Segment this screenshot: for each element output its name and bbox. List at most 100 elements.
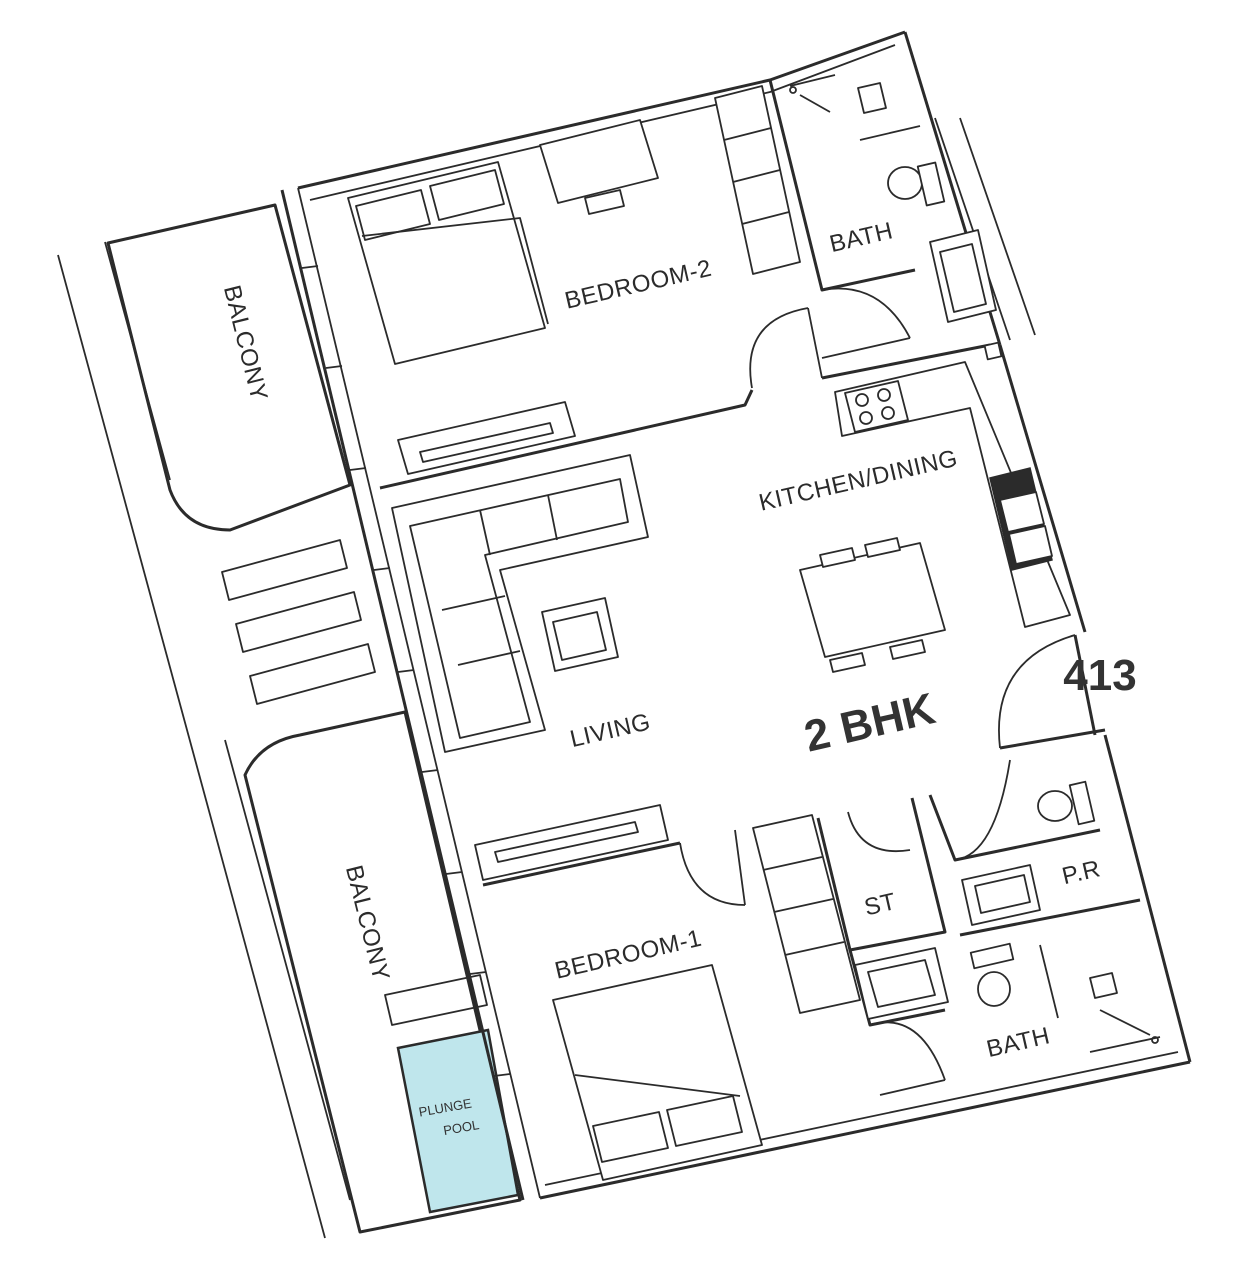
bottom-wall	[539, 1060, 1191, 1200]
site-line-outer	[57, 254, 326, 1239]
basin-bath-bottom	[867, 959, 936, 1008]
burner	[877, 388, 891, 402]
pillow-left-b1	[592, 1111, 669, 1163]
step-1	[221, 539, 348, 601]
right-wall-mid	[998, 344, 1087, 633]
label-bath-top: BATH	[827, 217, 896, 258]
label-kitchen-dining: KITCHEN/DINING	[756, 445, 960, 517]
kitchen-north-wall	[821, 343, 991, 380]
tv-living	[494, 821, 639, 863]
coffee-table-inner	[552, 611, 607, 661]
step-2	[235, 591, 362, 653]
entrance-wall	[999, 728, 1106, 750]
label-store: ST	[862, 888, 899, 921]
bath-partition	[1039, 944, 1059, 1019]
door-store	[847, 811, 911, 852]
door-leaf-bath-b	[879, 1079, 946, 1096]
basin-pr	[974, 874, 1031, 914]
pillow-right-b1	[666, 1095, 743, 1147]
door-leaf	[807, 307, 823, 379]
mullion	[349, 467, 367, 471]
entrance-jamb	[1073, 634, 1097, 736]
balcony-top-outline	[106, 203, 352, 532]
bedroom-2-south-wall	[379, 389, 754, 490]
toilet-tank-bottom	[969, 942, 1015, 970]
dining-chair	[864, 537, 901, 558]
sink-bowl-1	[999, 491, 1045, 533]
wardrobe-div-b1	[762, 856, 823, 871]
right-wall-upper-2	[934, 117, 1011, 341]
door-bath-top	[821, 287, 911, 339]
towel-rail-b	[1089, 972, 1118, 999]
burner	[855, 393, 869, 407]
toilet-bowl-bottom	[977, 971, 1011, 1007]
toilet-tank-top	[916, 161, 946, 207]
label-plunge-pool-2: POOL	[442, 1117, 480, 1138]
pillow-right	[429, 169, 505, 221]
desk-chair	[584, 189, 625, 215]
balcony-steps	[221, 539, 376, 705]
label-living: LIVING	[567, 708, 653, 753]
label-balcony-top: BALCONY	[218, 283, 273, 404]
bath-bottom: BATH	[848, 942, 1161, 1096]
store-walls	[816, 797, 947, 952]
burner	[881, 406, 895, 420]
wardrobe-div-b1	[784, 941, 845, 956]
door-pr	[954, 759, 1011, 861]
bedroom-1-north-wall	[482, 841, 681, 887]
wardrobe-div	[732, 169, 781, 183]
toilet-tank-pr	[1068, 780, 1096, 826]
bed-blanket-line	[361, 217, 549, 325]
toilet-bowl-top	[887, 166, 923, 200]
pool-deck-step	[384, 974, 488, 1026]
plunge-pool	[396, 1028, 520, 1214]
sink-bowl-2	[1008, 525, 1053, 565]
pr-south-wall	[959, 898, 1141, 937]
site-line-inner-bottom	[224, 739, 351, 1201]
label-balcony-bottom: BALCONY	[340, 863, 395, 984]
wardrobe-div	[723, 127, 772, 141]
shower-head	[789, 86, 797, 94]
sofa-seat	[409, 478, 629, 739]
step-3	[249, 643, 376, 705]
entrance: 413	[998, 634, 1137, 750]
tv-bedroom-2	[419, 422, 554, 463]
glazing-line-1	[280, 189, 525, 1201]
sofa-div	[547, 494, 558, 541]
shower-drain-line	[799, 94, 831, 113]
mullion	[301, 265, 319, 269]
wardrobe-div-b1	[773, 898, 834, 913]
door-bedroom-2	[749, 307, 809, 389]
partition-line	[859, 125, 921, 141]
balcony-bottom-outline	[243, 710, 522, 1234]
label-bath-bottom: BATH	[984, 1022, 1053, 1063]
sofa-div	[441, 595, 506, 611]
dining-chair	[889, 639, 926, 660]
door-leaf-bedroom-1	[734, 829, 746, 906]
mullion	[373, 567, 391, 571]
door-leaf-bath	[821, 337, 911, 359]
entrance-door-swing	[998, 634, 1076, 749]
shower-screen	[789, 74, 836, 87]
living: LIVING 2 BHK	[391, 454, 940, 881]
wardrobe-bedroom-1	[752, 814, 861, 1014]
plunge-pool-water	[396, 1028, 520, 1214]
mullion	[493, 1073, 511, 1077]
label-bedroom-2: BEDROOM-2	[562, 255, 714, 315]
balcony-bottom	[243, 710, 522, 1234]
wardrobe-div	[741, 211, 790, 225]
toilet-bowl-pr	[1037, 790, 1073, 822]
shower-line-b	[1099, 1009, 1151, 1036]
bath-top: BATH	[768, 74, 997, 359]
bedroom-1: BEDROOM-1	[482, 814, 861, 1181]
shower-screen-b	[1089, 1036, 1161, 1053]
balcony-top	[106, 203, 352, 532]
wardrobe-bedroom-2	[714, 85, 801, 275]
unit-number: 413	[1063, 651, 1136, 700]
glazing-wall	[280, 187, 541, 1201]
door-bedroom-1	[679, 842, 746, 906]
column	[983, 341, 1003, 361]
top-wall-inner	[309, 44, 896, 201]
mullion	[469, 971, 487, 975]
burner	[859, 411, 873, 425]
